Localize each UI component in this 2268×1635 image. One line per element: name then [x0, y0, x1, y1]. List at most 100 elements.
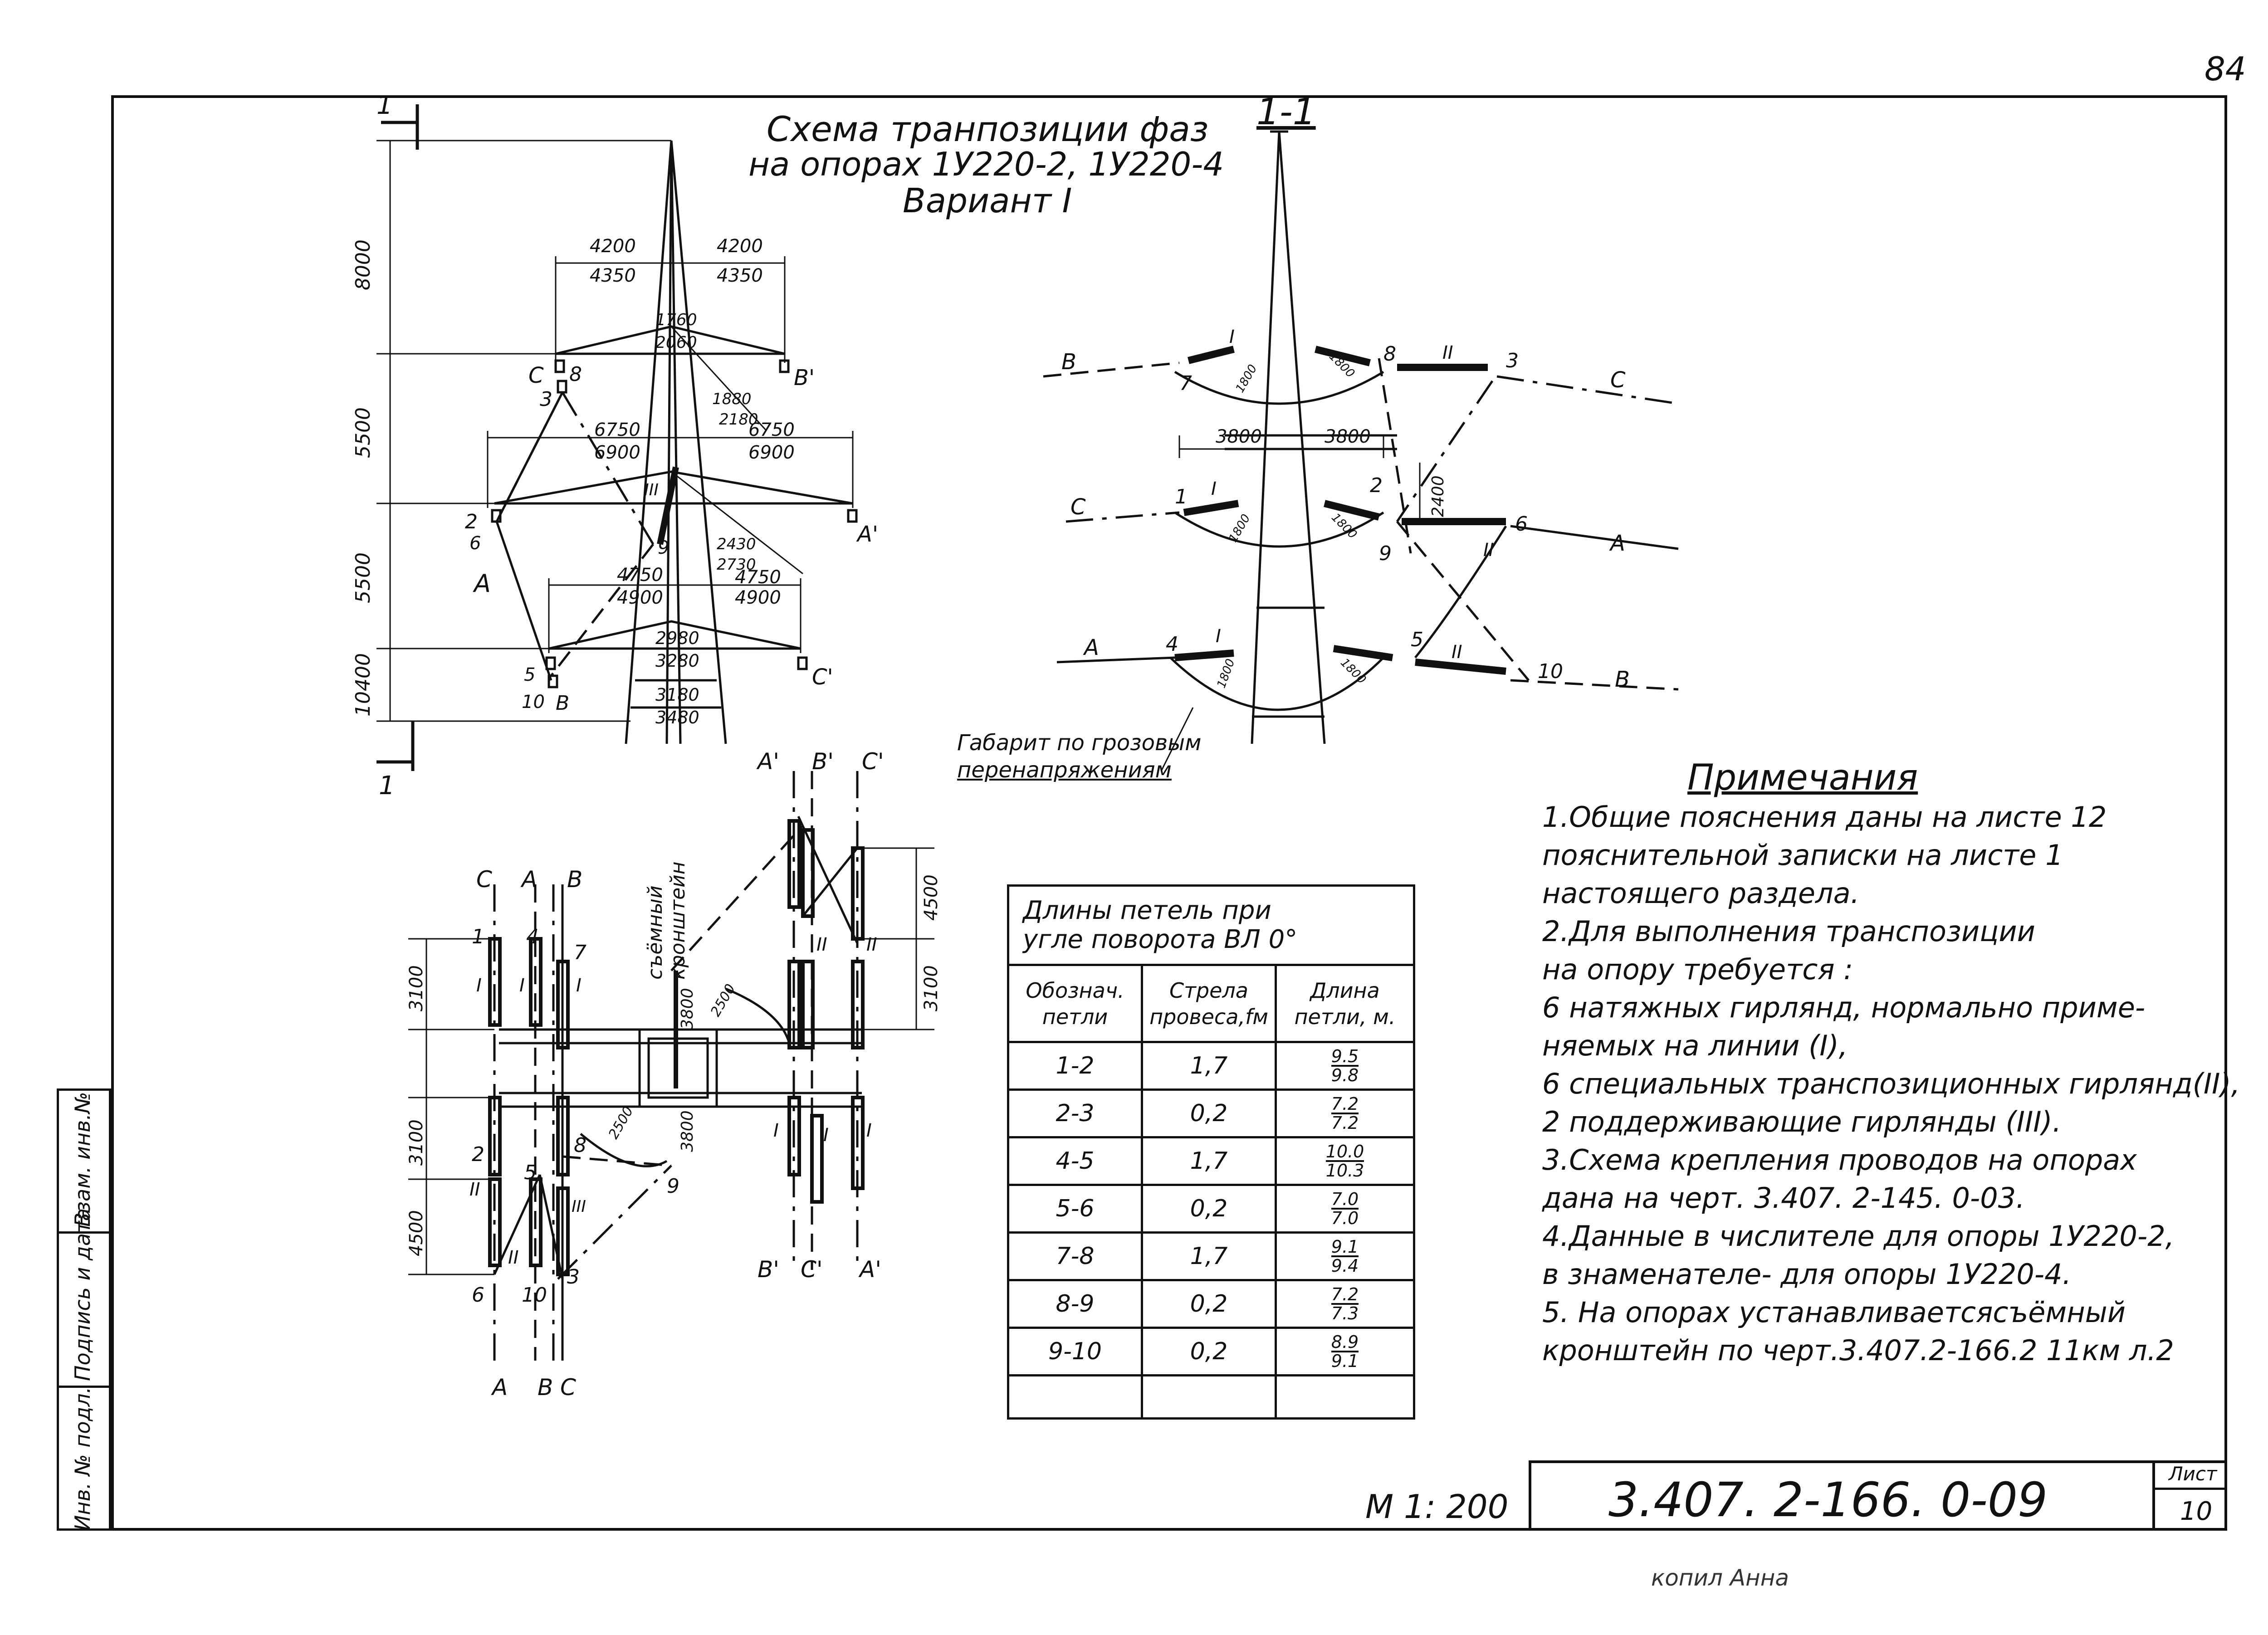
sheet-number: 10 — [2180, 1497, 2213, 1526]
note-line: няемых на линии (I), — [1542, 1029, 1848, 1062]
dim-diag-a: 1880 — [712, 390, 752, 408]
dim-bottom-c: 3180 — [655, 685, 699, 705]
rt-num-1: 1 — [1175, 485, 1188, 508]
table-title-line2: угле поворота ВЛ 0° — [1023, 925, 1298, 954]
left-tower-phase-lines — [495, 391, 655, 681]
plan-view — [488, 771, 865, 1361]
note-line: 3.Схема крепления проводов на опорах — [1542, 1143, 2137, 1176]
left-height-3: 5500 — [352, 552, 375, 603]
plan-top-Cp: C' — [862, 748, 884, 775]
rt-num-6: 6 — [1515, 512, 1528, 536]
note-line: 1.Общие пояснения даны на листе 12 — [1542, 800, 2107, 834]
side-strip: Инв. № подл. Подпись и дата Взам. инв.№ — [57, 1088, 111, 1531]
plan-roman-6: III — [572, 1197, 586, 1216]
right-tower-phase-lines — [1043, 358, 1679, 691]
note-line: дана на черт. 3.407. 2-145. 0-03. — [1542, 1181, 2025, 1215]
plan-dim-left-1: 3100 — [406, 965, 427, 1011]
loop-id-cell: 8-9 — [1007, 1279, 1143, 1329]
rt-num-3: 3 — [1506, 349, 1519, 372]
length-numerator: 9.1 — [1331, 1237, 1359, 1257]
section-mark-top: 1 — [376, 91, 393, 120]
rt-num-5: 5 — [1411, 628, 1423, 651]
plan-num-6: 6 — [472, 1284, 484, 1307]
table-title-line1: Длины петель при — [1023, 896, 1271, 925]
notes-list: 1.Общие пояснения даны на листе 12 поясни… — [1542, 798, 2240, 1370]
sag-cell: 0,2 — [1141, 1088, 1277, 1138]
note-line: на опору требуется : — [1542, 953, 1853, 986]
rt-dim-3: 2400 — [1429, 475, 1447, 517]
rt-roman-2: II — [1442, 342, 1453, 363]
plan-top-A: A — [522, 866, 538, 893]
rt-roman-1: I — [1229, 327, 1235, 347]
rt-num-2: 2 — [1370, 474, 1383, 497]
length-denominator: 9.8 — [1331, 1065, 1359, 1085]
note-line: 5. На опорах устанавливаетсясъёмный — [1542, 1296, 2126, 1329]
plan-bot-A: A — [492, 1374, 508, 1401]
lt-label-8: 8 — [569, 363, 582, 386]
lightning-label-1: Габарит по грозовым — [957, 730, 1202, 756]
rt-num-4: 4 — [1166, 633, 1178, 656]
rt-num-9: 9 — [1379, 542, 1392, 565]
plan-dim-right-1: 4500 — [921, 874, 942, 921]
rt-phase-A-mid: A — [1610, 531, 1625, 556]
rt-roman-5: I — [1216, 626, 1221, 647]
plan-num-1: 1 — [472, 925, 484, 948]
sag-cell: 1,7 — [1141, 1041, 1277, 1091]
sag-cell: 1,7 — [1141, 1231, 1277, 1281]
plan-roman-2: I — [519, 975, 525, 996]
dim-bottom-a: 2980 — [655, 628, 699, 648]
lt-label-3: 3 — [540, 388, 552, 411]
sag-cell: 0,2 — [1141, 1327, 1277, 1376]
rt-roman-4: II — [1483, 540, 1494, 561]
plan-roman-1: I — [476, 975, 482, 996]
plan-bot-Ap: A' — [860, 1256, 881, 1283]
note-line: пояснительной записки на листе 1 — [1542, 839, 2063, 872]
plan-dim-right-2: 3100 — [921, 965, 942, 1011]
notes-heading: Примечания — [1687, 757, 1918, 798]
plan-roman-4: II — [469, 1179, 480, 1200]
footer-stamp: копил Анна — [1651, 1565, 1789, 1591]
lt-label-6: 6 — [469, 533, 481, 554]
plan-top-Ap: A' — [758, 748, 779, 775]
lt-label-Cp: C' — [812, 664, 833, 690]
title-line1: Схема транпозиции фаз — [767, 109, 1209, 149]
dim-top-inner-b: 2060 — [655, 333, 697, 352]
length-numerator: 7.2 — [1331, 1284, 1359, 1305]
dim-mid-1b: 6900 — [594, 442, 640, 463]
note-line: 6 натяжных гирлянд, нормально приме- — [1542, 991, 2146, 1024]
rt-num-7: 7 — [1179, 372, 1192, 395]
dim-mid-1a: 6750 — [594, 420, 640, 440]
length-numerator: 9.5 — [1331, 1046, 1359, 1067]
plan-num-9: 9 — [667, 1175, 679, 1198]
section-mark-bottom: 1 — [379, 771, 395, 800]
dim-low-2a: 4750 — [735, 567, 781, 588]
dim-low-1b: 4900 — [617, 587, 663, 608]
left-height-1: 8000 — [352, 239, 375, 290]
right-tower-outline — [1169, 130, 1506, 744]
dim-top-1a: 4200 — [590, 236, 636, 257]
lt-label-III: III — [644, 481, 659, 499]
length-numerator: 7.2 — [1331, 1094, 1359, 1114]
sag-cell: 0,2 — [1141, 1184, 1277, 1234]
lt-label-2: 2 — [465, 510, 478, 533]
length-numerator: 8.9 — [1331, 1332, 1359, 1352]
loop-id-cell: 7-8 — [1007, 1231, 1143, 1281]
drawing-frame — [111, 95, 2227, 1531]
plan-bot-Cp: C' — [801, 1256, 823, 1283]
title-line3: Вариант I — [903, 181, 1072, 220]
rt-phase-C-top: C — [1610, 367, 1626, 393]
plan-top-C: C — [476, 866, 492, 893]
rt-phase-B-low: B — [1615, 667, 1630, 692]
dim-bottom-d: 3480 — [655, 708, 699, 727]
page-number: 84 — [2204, 50, 2246, 88]
